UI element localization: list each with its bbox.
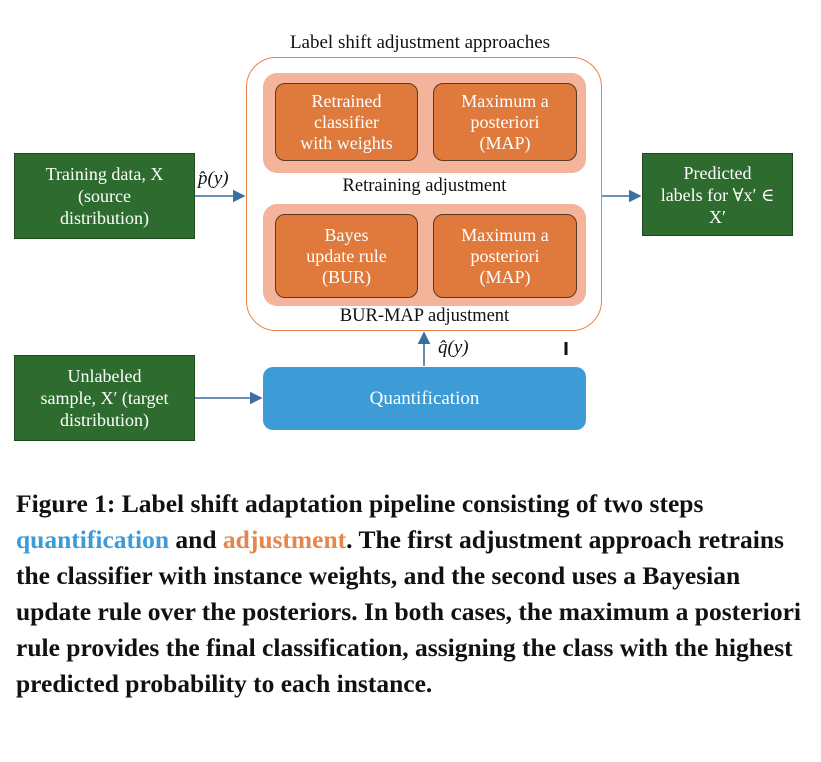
box-line: Unlabeled [67, 366, 142, 386]
box-line: Training data, X [45, 164, 164, 184]
caption-prefix: Figure 1: Label shift adaptation pipelin… [16, 489, 704, 518]
figure-caption: Figure 1: Label shift adaptation pipelin… [16, 486, 806, 702]
arrows-layer [195, 189, 642, 405]
cell-line: (MAP) [479, 266, 531, 287]
box-line: Predicted [683, 162, 752, 183]
pipeline-diagram: Label shift adjustment approaches Retrai… [14, 32, 793, 441]
cell-line: update rule [306, 245, 387, 266]
map-box-retraining: Maximum a posteriori (MAP) [433, 83, 577, 161]
caption-adjustment-word: adjustment [222, 525, 347, 554]
predicted-labels-box: Predicted labels for ∀x′ ∈ X′ [642, 153, 793, 236]
cell-line: with weights [300, 132, 393, 153]
map-box-burmap: Maximum a posteriori (MAP) [433, 214, 577, 298]
box-line: distribution) [59, 208, 149, 228]
cell-line: posteriori [470, 245, 540, 266]
cell-line: posteriori [470, 111, 540, 132]
cell-line: Maximum a [461, 224, 549, 245]
cell-line: Retrained [311, 90, 382, 111]
cell-line: Maximum a [461, 90, 549, 111]
retrained-classifier-box: Retrained classifier with weights [275, 83, 418, 161]
caption-suffix: . The first adjustment approach retrains… [16, 525, 802, 698]
box-line: distribution) [59, 410, 149, 430]
burmap-adjustment-label: BUR-MAP adjustment [339, 306, 510, 326]
box-line: labels for ∀x′ ∈ [660, 184, 775, 205]
cell-line: (BUR) [322, 266, 371, 287]
cell-line: Bayes [324, 224, 369, 245]
p-hat-label: p̂(y) [198, 168, 229, 189]
training-data-box: Training data, X (source distribution) [14, 153, 195, 239]
caption-quantification-word: quantification [16, 525, 170, 554]
caption-middle: and [169, 525, 223, 554]
cell-line: classifier [314, 111, 379, 132]
box-line: X′ [709, 206, 726, 227]
bayes-update-rule-box: Bayes update rule (BUR) [275, 214, 418, 298]
cell-line: (MAP) [479, 132, 531, 153]
quantification-box: Quantification [263, 367, 586, 430]
box-line: (source [78, 186, 131, 206]
unlabeled-sample-box: Unlabeled sample, X′ (target distributio… [14, 355, 195, 441]
q-hat-label: q̂(y) [438, 337, 469, 358]
box-line: sample, X′ (target [40, 388, 169, 408]
retraining-adjustment-label: Retraining adjustment [342, 176, 507, 196]
diagram-title: Label shift adjustment approaches [289, 32, 551, 53]
